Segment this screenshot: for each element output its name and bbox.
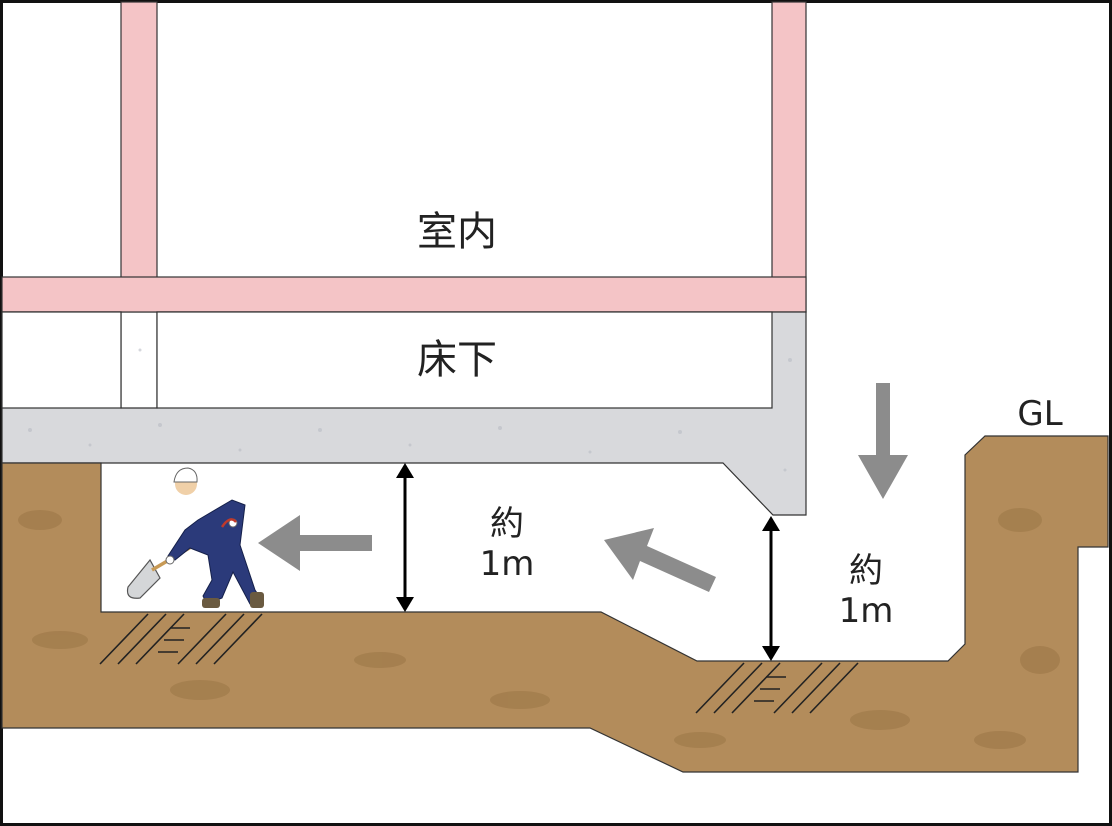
soil [1,435,1109,773]
ground-level-label: GL [1017,394,1062,434]
dimension-arrow-1 [396,463,414,612]
underfloor-space [156,311,773,409]
underfloor-left-space [1,311,122,409]
approx-label-1: 約 [490,504,524,544]
wall-left [120,1,158,313]
wall-right [771,1,807,313]
building-frame [1,1,807,313]
arrow-down-icon [858,383,908,499]
arrow-diagonal-icon [604,528,716,592]
soil-texture [18,508,1060,749]
concrete-speckle [28,348,792,472]
compaction-hatch-left [99,613,263,665]
height-label-2: 1m [839,591,894,631]
underfloor-label: 床下 [417,337,497,383]
room-label: 室内 [417,209,497,255]
height-label-1: 1m [480,544,535,584]
worker-with-shovel-icon [126,467,264,608]
compaction-hatch-right [695,662,859,714]
arrow-left-icon [258,515,372,571]
dimension-arrow-2 [762,516,780,661]
approx-label-2: 約 [849,551,883,591]
floor-band [1,276,807,313]
